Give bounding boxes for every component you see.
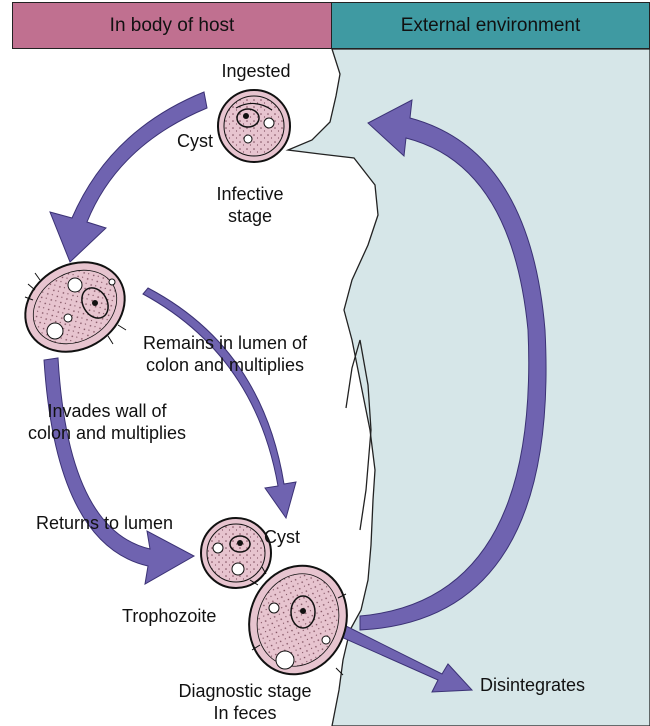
label-ingested: Ingested <box>196 60 316 82</box>
header-external-environment: External environment <box>331 2 650 49</box>
label-infective-stage: Infective stage <box>195 183 305 227</box>
label-remains-in-lumen: Remains in lumen of colon and multiplies <box>115 332 335 376</box>
arrow-invades-wall <box>44 358 194 584</box>
header-in-body-of-host: In body of host <box>12 2 332 49</box>
arrow-ingested-to-trophozoite <box>50 92 207 262</box>
label-invades-wall: Invades wall of colon and multiplies <box>2 400 212 444</box>
label-cyst-top: Cyst <box>177 130 213 152</box>
cyst-bottom <box>201 518 271 588</box>
label-diagnostic-stage: Diagnostic stage In feces <box>150 680 340 724</box>
header-right-label: External environment <box>401 15 581 37</box>
header-left-label: In body of host <box>110 15 235 37</box>
label-disintegrates: Disintegrates <box>480 674 585 696</box>
label-trophozoite: Trophozoite <box>122 605 216 627</box>
label-cyst-bottom: Cyst <box>264 526 300 548</box>
cyst-top <box>218 90 290 162</box>
label-returns-to-lumen: Returns to lumen <box>36 512 173 534</box>
